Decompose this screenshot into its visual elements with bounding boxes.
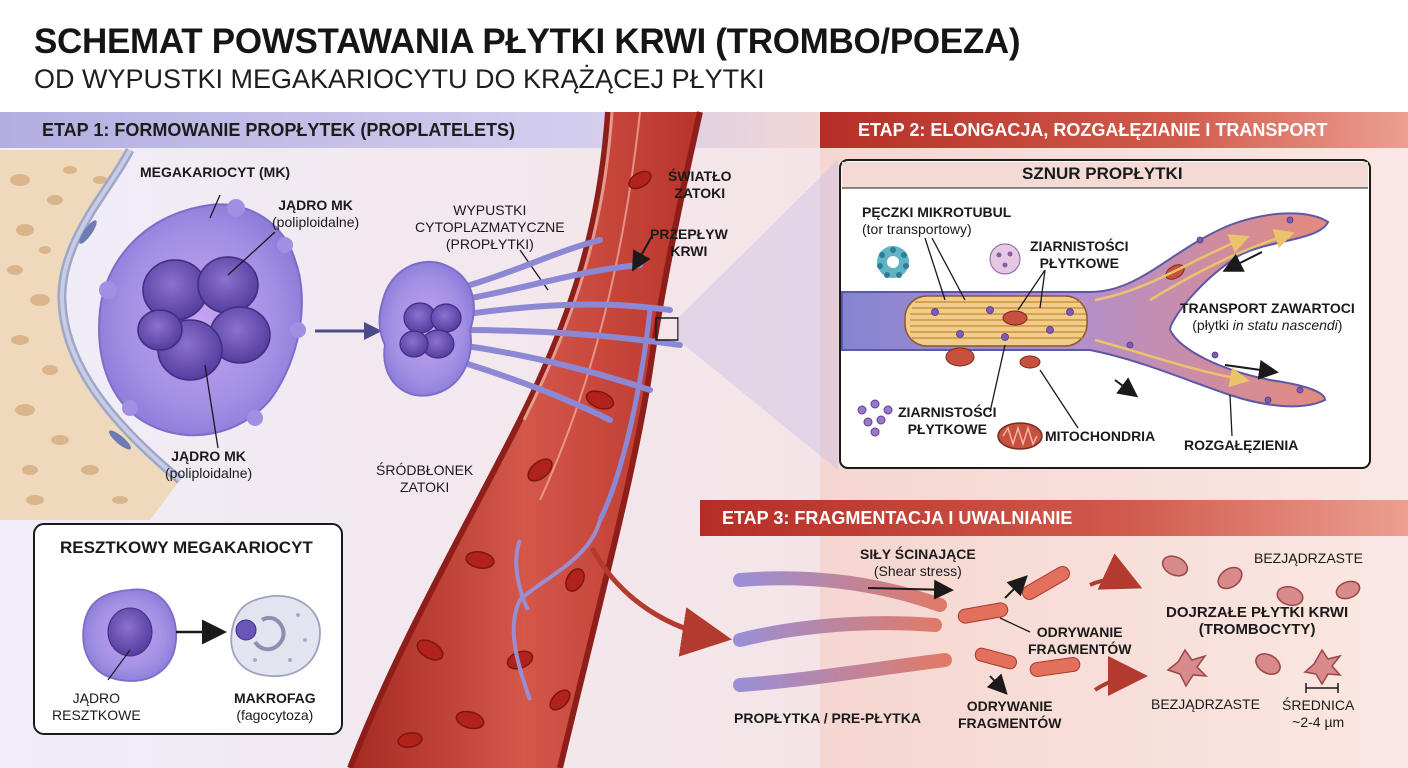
zoom-cone (678, 160, 838, 470)
label-macrophage: MAKROFAG (fagocytoza) (234, 690, 316, 724)
stage2-heading: ETAP 2: ELONGACJA, ROZGAŁĘZIANIE I TRANS… (858, 120, 1328, 140)
residual-nucleus-line2: RESZTKOWE (52, 707, 141, 723)
microtubule-icon (877, 246, 909, 278)
residual-box (33, 523, 343, 735)
endothelium-line2: ZATOKI (399, 479, 450, 495)
label-extensions: WYPUSTKI CYTOPLAZMATYCZNE (PROPŁYTKI) (415, 202, 565, 253)
transport-detail-suffix: ) (1337, 317, 1343, 333)
microtubules-detail: (tor transportowy) (862, 221, 972, 237)
mk-nucleus (137, 256, 271, 381)
label-mitochondria: MITOCHONDRIA (1045, 428, 1156, 444)
extensions-line3: (PROPŁYTKI) (445, 236, 534, 252)
stage2-band (820, 112, 1408, 148)
macrophage-detail: (fagocytoza) (236, 707, 314, 723)
nucleus-top-name: JĄDRO MK (278, 197, 353, 213)
diameter-line1: ŚREDNICA (1282, 697, 1355, 713)
label-proplatelet: PROPŁYTKA / PRE-PŁYTKA (734, 710, 921, 726)
page-title: SCHEMAT POWSTAWANIA PŁYTKI KRWI (TROMBO/… (34, 22, 1021, 61)
shear-detail: (Shear stress) (873, 563, 962, 579)
transport-detail-prefix: (płytki (1192, 317, 1233, 333)
microtubules-name: PĘCZKI MIKROTUBUL (862, 204, 1012, 220)
granules-top-line1: ZIARNISTOŚCI (1030, 238, 1129, 254)
transport-detail-italic: in statu nascendi (1232, 317, 1338, 333)
stage3-band (700, 500, 1408, 536)
residual-nucleus-line1: JĄDRO (72, 690, 121, 706)
label-blood-flow: PRZEPŁYW KRWI (650, 226, 728, 260)
proplatelet-cord (841, 212, 1330, 408)
stage3-fragments (733, 566, 1081, 692)
shear-name: SIŁY ŚCINAJĄCE (860, 546, 976, 562)
stage1-heading: ETAP 1: FORMOWANIE PROPŁYTEK (PROPLATELE… (42, 120, 516, 140)
label-mature: DOJRZAŁE PŁYTKI KRWI (TROMBOCYTY) (1166, 604, 1348, 638)
diameter-line2: ~2-4 µm (1292, 714, 1345, 730)
extensions-line1: WYPUSTKI (453, 202, 527, 218)
flow-arrow (632, 235, 653, 272)
nucleus-top-detail: (poliploidalne) (272, 214, 360, 230)
label-anucleate-top: BEZJĄDRZASTE (1254, 550, 1363, 566)
detach2-line1: ODRYWANIE (966, 698, 1053, 714)
lumen-line1: ŚWIATŁO (668, 168, 732, 184)
mature-line1: DOJRZAŁE PŁYTKI KRWI (1166, 604, 1349, 621)
label-nucleus-top: JĄDRO MK (poliploidalne) (272, 197, 359, 231)
detach1-line2: FRAGMENTÓW (1028, 641, 1132, 657)
mitochondria-icon (997, 422, 1043, 450)
blood-flow-line2: KRWI (670, 243, 708, 259)
label-endothelium: ŚRÓDBŁONEK ZATOKI (376, 462, 473, 496)
cord-title: SZNUR PROPŁYTKI (1022, 164, 1183, 183)
granule-icon-top (989, 243, 1021, 275)
granules-top-line2: PŁYTKOWE (1039, 255, 1119, 271)
granules-bottom-line2: PŁYTKOWE (907, 421, 987, 437)
page-subtitle: OD WYPUSTKI MEGAKARIOCYTU DO KRĄŻĄCEJ PŁ… (34, 64, 765, 94)
label-megakaryocyte: MEGAKARIOCYT (MK) (140, 164, 291, 180)
label-detach-2: ODRYWANIE FRAGMENTÓW (958, 698, 1061, 732)
nucleus-bottom-detail: (poliploidalne) (165, 465, 253, 481)
label-branches: ROZGAŁĘZIENIA (1184, 437, 1299, 453)
transport-detail: (płytki in statu nascendi) (1180, 317, 1355, 334)
bone-marrow-tissue (0, 147, 183, 520)
detach1-line1: ODRYWANIE (1036, 624, 1123, 640)
label-granules-top: ZIARNISTOŚCI PŁYTKOWE (1030, 238, 1129, 272)
diameter-scale (1305, 683, 1339, 693)
label-detach-1: ODRYWANIE FRAGMENTÓW (1028, 624, 1131, 658)
macrophage (230, 594, 321, 677)
mature-line2: (TROMBOCYTY) (1198, 621, 1316, 638)
endothelium-line1: ŚRÓDBŁONEK (376, 462, 474, 478)
label-granules-bottom: ZIARNISTOŚCI PŁYTKOWE (898, 404, 997, 438)
label-anucleate-bottom: BEZJĄDRZASTE (1151, 696, 1260, 712)
blood-flow-line1: PRZEPŁYW (650, 226, 728, 242)
stage3-heading: ETAP 3: FRAGMENTACJA I UWALNIANIE (722, 508, 1073, 528)
mature-platelets (1161, 555, 1361, 688)
residual-title: RESZTKOWY MEGAKARIOCYT (60, 538, 313, 557)
label-residual-nucleus: JĄDRO RESZTKOWE (52, 690, 141, 724)
transport-name: TRANSPORT ZAWARTOCI (1180, 300, 1355, 316)
granules-bottom-line1: ZIARNISTOŚCI (898, 404, 997, 420)
nucleus-bottom-name: JĄDRO MK (171, 448, 246, 464)
label-microtubules: PĘCZKI MIKROTUBUL (tor transportowy) (862, 204, 1011, 238)
label-lumen: ŚWIATŁO ZATOKI (668, 168, 732, 202)
label-transport: TRANSPORT ZAWARTOCI (płytki in statu nas… (1180, 300, 1355, 334)
granule-icon-bottom (857, 399, 893, 437)
stage2-leaders (924, 237, 1233, 437)
extensions-line2: CYTOPLAZMATYCZNE (415, 219, 565, 235)
residual-mk (82, 588, 177, 682)
mk-with-proplatelets (378, 237, 683, 701)
lumen-line2: ZATOKI (674, 185, 726, 201)
macrophage-name: MAKROFAG (234, 690, 316, 706)
detach2-line2: FRAGMENTÓW (958, 715, 1062, 731)
label-nucleus-bottom: JĄDRO MK (poliploidalne) (165, 448, 252, 482)
label-diameter: ŚREDNICA ~2-4 µm (1282, 697, 1354, 731)
label-shear: SIŁY ŚCINAJĄCE (Shear stress) (860, 546, 976, 580)
to-stage3-arrow (589, 546, 732, 657)
megakaryocyte-cell (98, 199, 306, 437)
